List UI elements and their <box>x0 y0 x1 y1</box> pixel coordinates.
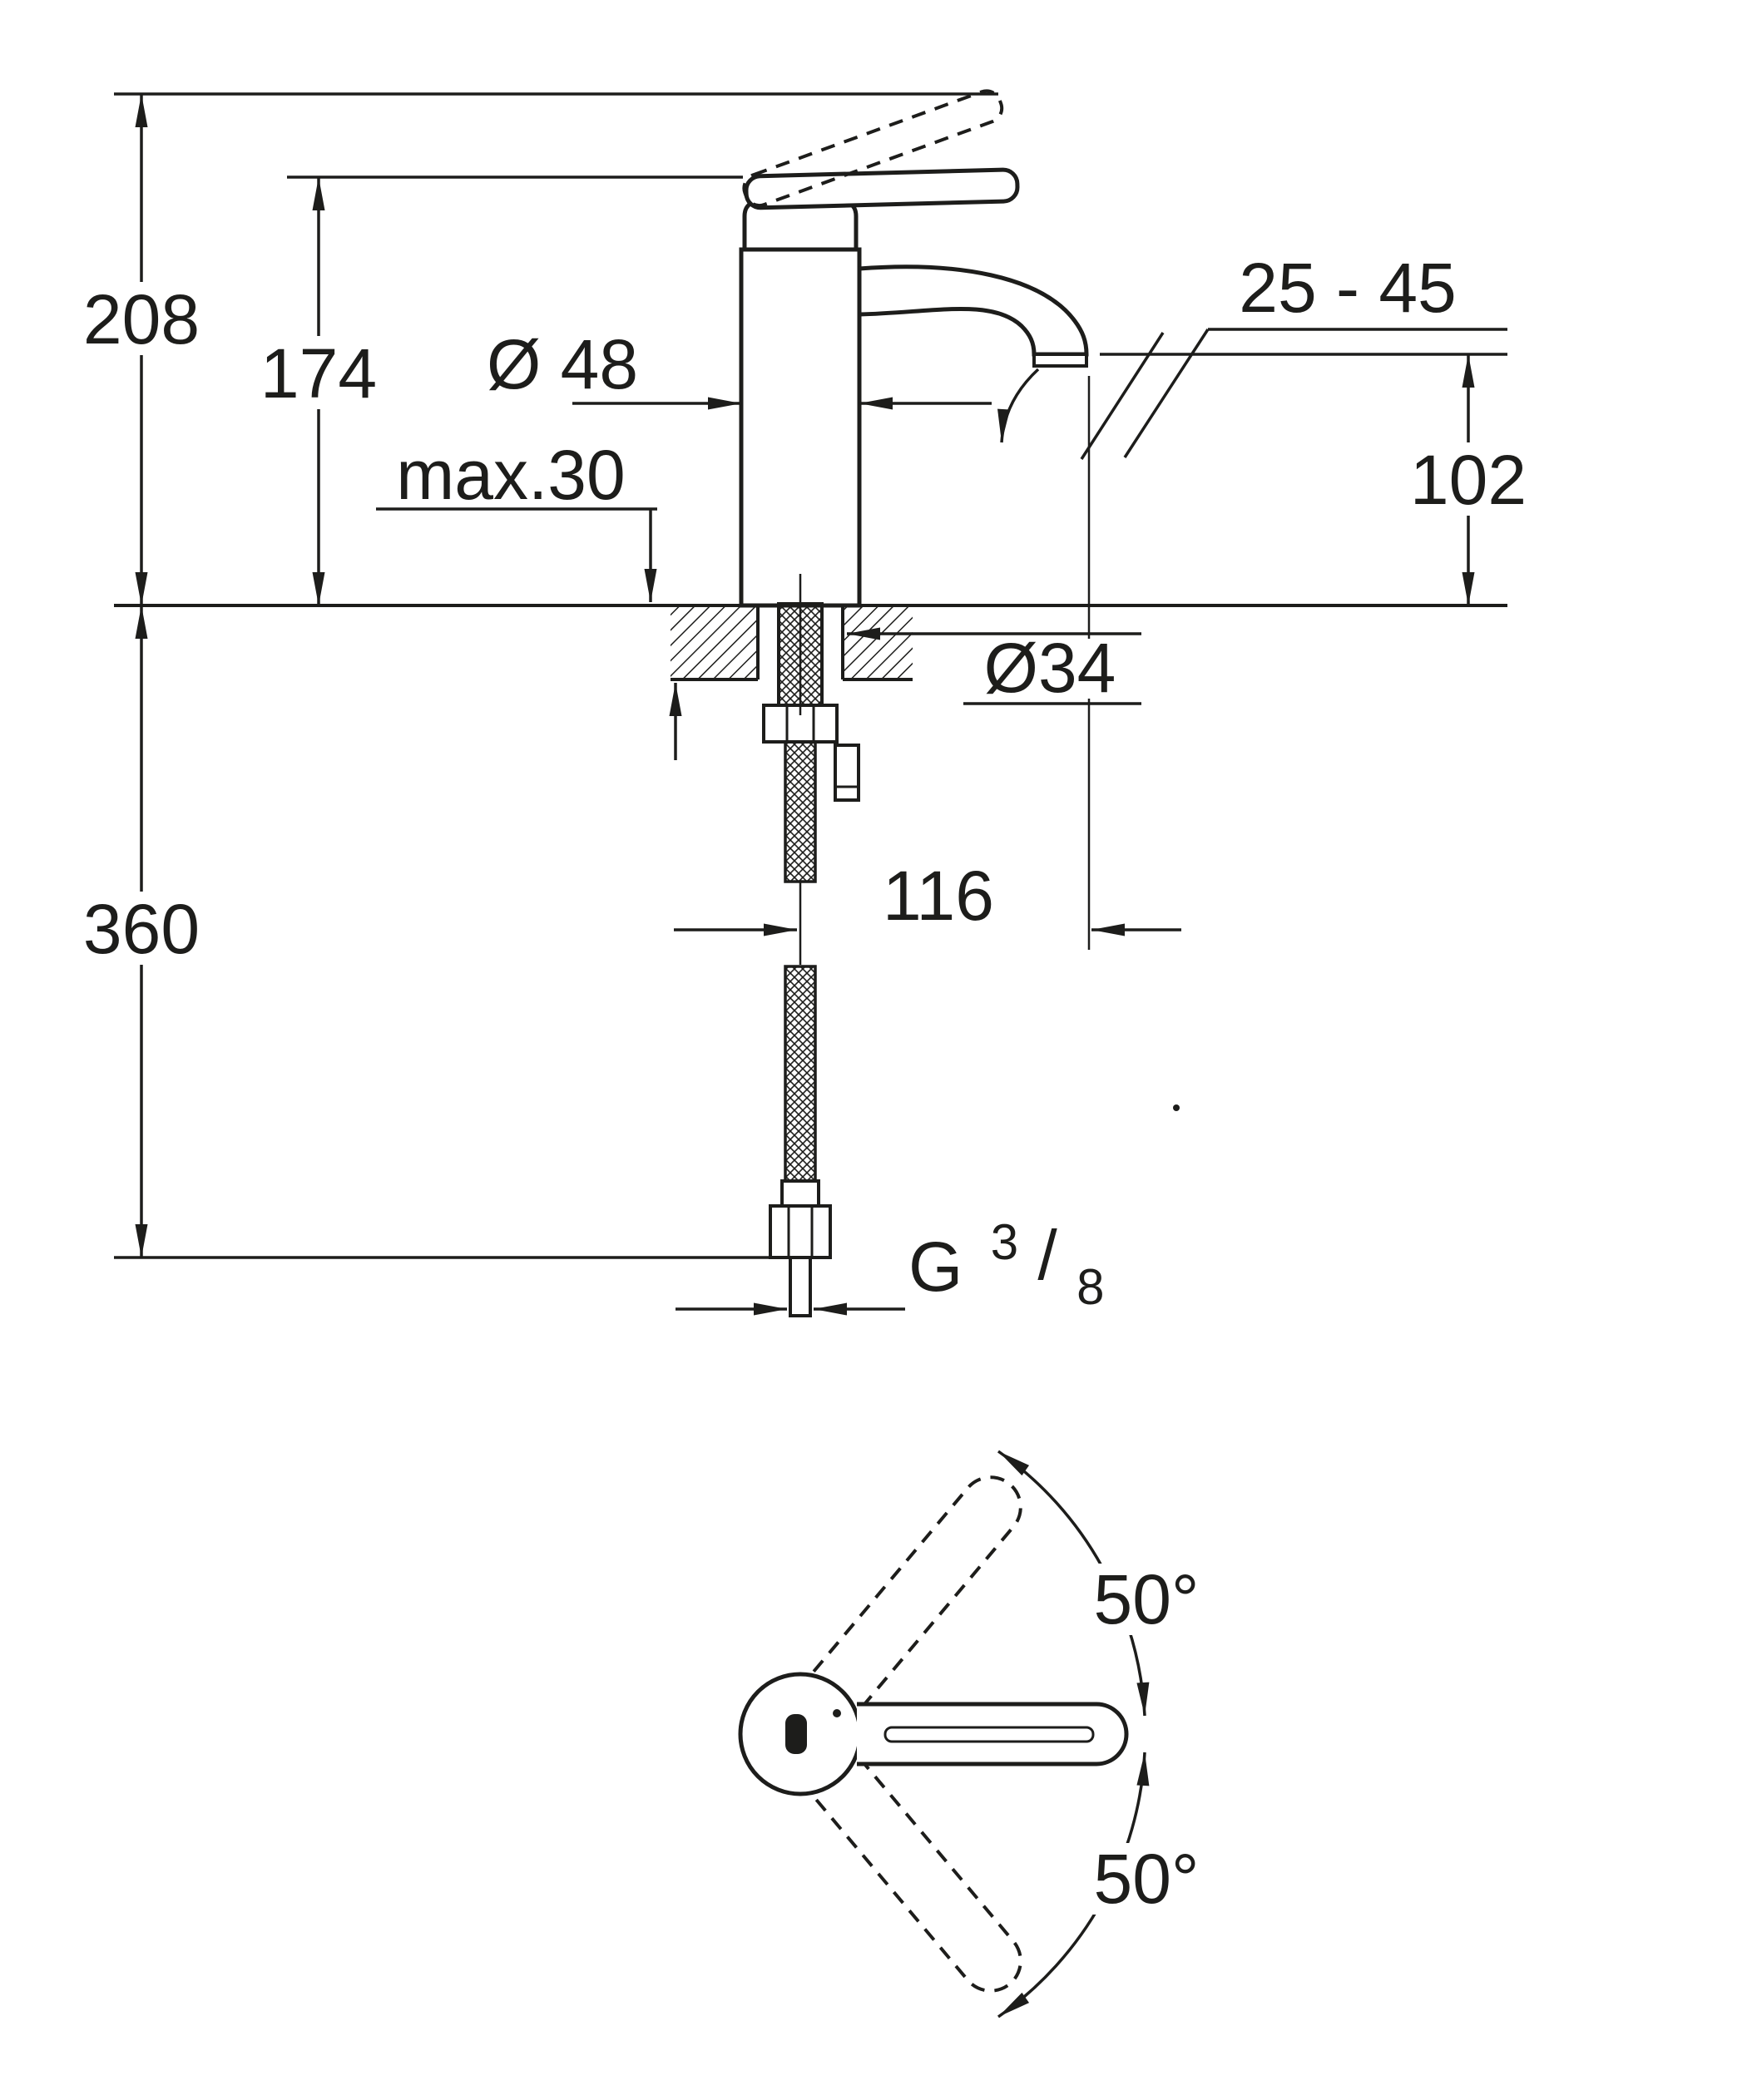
dim-label-116: 116 <box>883 857 994 935</box>
swivel-label-bottom: 50° <box>1093 1840 1199 1918</box>
handle-top-view-dashed-up <box>812 1475 1022 1712</box>
dim-label-174: 174 <box>260 334 377 413</box>
thread-slash: / <box>1037 1216 1057 1294</box>
stream-angle-line <box>1080 332 1165 460</box>
handle-lever-raised-dashed <box>742 89 1004 208</box>
thread-denominator: 8 <box>1076 1259 1104 1315</box>
dim-label-360: 360 <box>83 890 200 968</box>
dim-spout-height: 102 <box>1410 354 1527 605</box>
thread-size-label: G 3 / 8 <box>908 1196 1104 1315</box>
dim-label-d48: Ø 48 <box>487 325 638 403</box>
dim-label-d34: Ø34 <box>984 629 1116 707</box>
counter-hatch-right <box>843 606 913 679</box>
dim-aerator-range: 25 - 45 <box>997 249 1457 460</box>
handle-top-view-solid <box>857 1702 1129 1766</box>
thread-numerator: 3 <box>991 1214 1018 1270</box>
countertop-section <box>671 605 913 681</box>
label-backing <box>1071 1564 1223 1635</box>
handle-top-view-dashed-down <box>812 1757 1022 1993</box>
handle-lever <box>744 167 1020 210</box>
fixing-stud <box>834 744 860 802</box>
dim-hole-diameter: Ø34 <box>847 627 1141 707</box>
swivel-label-top: 50° <box>1093 1560 1199 1638</box>
dim-body-diameter: Ø 48 <box>487 325 992 410</box>
dim-label-102: 102 <box>1410 441 1527 519</box>
dim-counter-thickness: max.30 <box>376 436 682 760</box>
faucet-spout <box>857 264 1089 357</box>
aerator-outlet <box>1032 353 1088 368</box>
stream-angle-line <box>1123 329 1210 458</box>
label-backing <box>1071 1843 1223 1915</box>
hose-collar <box>780 1179 820 1208</box>
faucet-body <box>739 247 862 608</box>
rotation-arc-arrow <box>997 368 1040 443</box>
dim-label-208: 208 <box>83 280 200 358</box>
flex-hose-lower <box>784 965 817 1183</box>
cartridge-slot <box>785 1714 807 1754</box>
dim-label-max30: max.30 <box>396 436 625 514</box>
dim-fitting-height: 174 <box>260 177 377 605</box>
dim-hose-length: 360 <box>83 605 200 1258</box>
flex-hose-upper <box>784 740 817 883</box>
print-speck <box>1173 1104 1180 1111</box>
mounting-parts <box>762 574 860 1317</box>
dim-total-height: 208 <box>83 94 200 605</box>
counter-hatch-left <box>671 606 758 679</box>
label-backing <box>977 639 1128 699</box>
faucet-side-view <box>739 89 1089 608</box>
index-dot <box>833 1709 841 1717</box>
dim-projection: 116 <box>674 857 1181 936</box>
thread-g: G <box>908 1228 963 1306</box>
handle-top-view: 50° 50° <box>738 1450 1223 2018</box>
dim-thread-size: G 3 / 8 <box>676 1196 1104 1316</box>
dim-label-25-45: 25 - 45 <box>1239 249 1457 327</box>
hose-end-nut <box>769 1204 832 1259</box>
connection-tube <box>789 1256 812 1317</box>
handle-slot-detail <box>883 1726 1095 1743</box>
